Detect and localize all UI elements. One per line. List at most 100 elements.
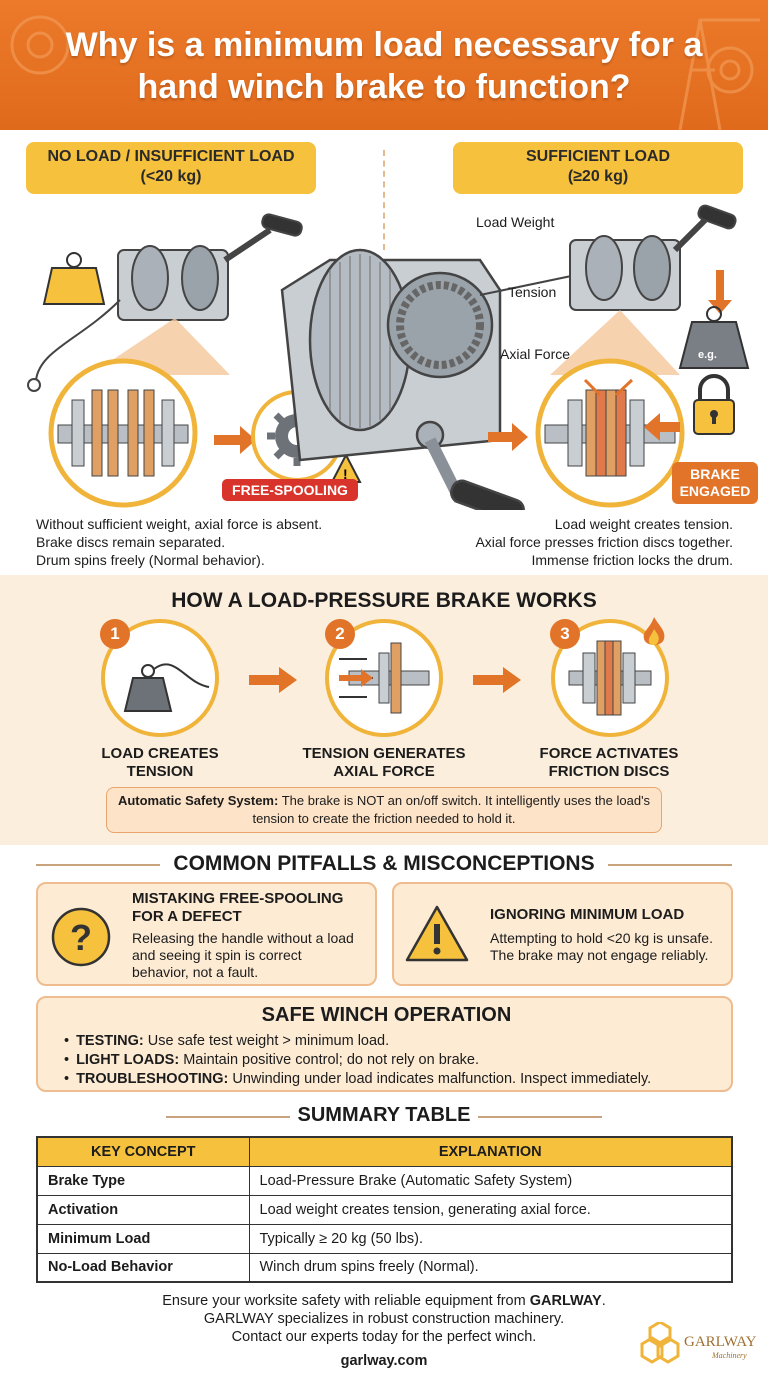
how-title: HOW A LOAD-PRESSURE BRAKE WORKS [171,589,597,612]
page-title: Why is a minimum load necessary for a ha… [65,26,703,106]
safe-item-text: Maintain positive control; do not rely o… [179,1052,480,1068]
footer-line: Ensure your worksite safety with reliabl… [0,1292,768,1310]
table-row: Activation Load weight creates tension, … [36,1194,733,1225]
step-2-label-line: TENSION GENERATES [302,745,466,762]
friction-discs-icon [568,640,652,716]
table-cell: Winch drum spins freely (Normal). [248,1252,733,1283]
pitfall-card-minimum: IGNORING MINIMUM LOAD Attempting to hold… [392,882,733,986]
no-load-range: (<20 kg) [140,168,202,185]
title-rule [36,864,160,866]
footer-brand: GARLWAY [529,1293,602,1309]
pitfall-head-line: MISTAKING FREE-SPOOLING [132,890,344,907]
load-weight-label: Load Weight [476,214,555,230]
logo-text: GARLWAY [684,1334,757,1350]
pitfall-body-line: and seeing it spin is correct [132,947,302,963]
step-arrow-icon [249,667,297,693]
no-load-caption-line: Without sufficient weight, axial force i… [36,516,323,532]
sufficient-load-heading: SUFFICIENT LOAD (≥20 kg) [453,142,743,194]
safe-item-key: TESTING: [76,1033,144,1049]
heavy-weight-icon [678,306,750,369]
garlway-logo: GARLWAY Machinery [640,1320,764,1368]
website-link[interactable]: garlway.com [340,1353,428,1369]
pitfall-body-line: behavior, not a fault. [132,964,259,980]
tension-label: Tension [508,284,557,300]
no-load-caption: Without sufficient weight, axial force i… [36,515,322,569]
pitfall-body-line: Attempting to hold <20 kg is unsafe. [490,930,713,946]
small-winch-left-icon [27,213,303,392]
comparison-section: NO LOAD / INSUFFICIENT LOAD (<20 kg) SUF… [0,130,768,575]
table-cell: Load weight creates tension, generating … [248,1194,733,1225]
safe-item-text: Use safe test weight > minimum load. [143,1033,390,1049]
table-cell: Brake Type [36,1165,250,1196]
axial-force-icon [339,642,430,714]
summary-table: KEY CONCEPT EXPLANATION Brake Type Load-… [36,1136,733,1283]
separated-discs-icon [48,358,198,508]
footer-line: Contact our experts today for the perfec… [231,1329,537,1345]
safe-item-key: TROUBLESHOOTING: [76,1071,229,1087]
table-header: EXPLANATION [248,1136,733,1167]
step-2-label: TENSION GENERATES AXIAL FORCE [284,745,484,781]
note-text: The brake is NOT an on/off switch. It in… [252,793,651,826]
sufficient-load-caption: Load weight creates tension. Axial force… [430,515,733,569]
logo-subtext: Machinery [711,1351,747,1360]
section-divider [383,150,385,250]
brake-engaged-line2: ENGAGED [679,483,751,499]
step-3-label-line: FORCE ACTIVATES [539,745,679,762]
warning-icon [405,905,469,962]
automatic-safety-note: Automatic Safety System: The brake is NO… [106,787,662,833]
pitfall-head-line: FOR A DEFECT [132,908,242,925]
pitfall-body: Attempting to hold <20 kg is unsafe. The… [490,930,713,964]
sufficient-caption-line: Load weight creates tension. [554,516,733,532]
large-winch-icon [280,248,601,510]
note-bold: Automatic Safety System: [117,793,279,808]
step-arrow-icon [473,667,521,693]
table-row: No-Load Behavior Winch drum spins freely… [36,1252,733,1283]
table-header: KEY CONCEPT [36,1136,250,1167]
step-3-label: FORCE ACTIVATES FRICTION DISCS [509,745,709,781]
safe-item: TROUBLESHOOTING: Unwinding under load in… [64,1070,651,1089]
flame-icon [643,617,665,645]
step-1-number: 1 [100,619,130,649]
engaged-discs-icon [535,358,685,508]
table-cell: Typically ≥ 20 kg (50 lbs). [248,1223,733,1254]
gear-crane-decoration-icon [10,15,760,130]
summary-title: SUMMARY TABLE [297,1104,471,1126]
safe-item: TESTING: Use safe test weight > minimum … [64,1032,651,1051]
pitfall-body: Releasing the handle without a load and … [132,930,354,981]
header-banner: Why is a minimum load necessary for a ha… [0,0,768,130]
step-1-label-line: LOAD CREATES [101,745,219,762]
table-row: Brake Type Load-Pressure Brake (Automati… [36,1165,733,1196]
load-down-arrow-icon [708,270,732,314]
table-cell: Minimum Load [36,1223,250,1254]
step-3-number: 3 [550,619,580,649]
axial-force-label: Axial Force [500,346,571,362]
brake-engaged-line1: BRAKE [690,466,740,482]
no-load-caption-line: Drum spins freely (Normal behavior). [36,552,265,568]
pitfall-body-line: Releasing the handle without a load [132,930,354,946]
safe-item: LIGHT LOADS: Maintain positive control; … [64,1051,651,1070]
safe-item-key: LIGHT LOADS: [76,1052,180,1068]
safe-list: TESTING: Use safe test weight > minimum … [64,1032,651,1089]
safe-item-text: Unwinding under load indicates malfuncti… [228,1071,652,1087]
pitfall-body-line: The brake may not engage reliably. [490,947,709,963]
step-1-label: LOAD CREATES TENSION [60,745,260,781]
sufficient-caption-line: Axial force presses friction discs toget… [475,534,733,550]
footer-line: GARLWAY specializes in robust constructi… [203,1311,565,1327]
title-rule [608,864,732,866]
pitfall-head: IGNORING MINIMUM LOAD [490,906,685,923]
title-rule [166,1116,290,1118]
title-rule [478,1116,602,1118]
sufficient-load-title: SUFFICIENT LOAD [526,148,670,165]
table-cell: No-Load Behavior [36,1252,250,1283]
weight-tension-icon [123,663,210,712]
safe-title: SAFE WINCH OPERATION [261,1004,512,1026]
safe-operation-box: SAFE WINCH OPERATION TESTING: Use safe t… [36,996,733,1092]
pitfalls-title: COMMON PITFALLS & MISCONCEPTIONS [173,852,595,875]
table-row: Minimum Load Typically ≥ 20 kg (50 lbs). [36,1223,733,1254]
footer-text: . [601,1293,606,1309]
no-load-title: NO LOAD / INSUFFICIENT LOAD [47,148,295,165]
table-cell: Load-Pressure Brake (Automatic Safety Sy… [248,1165,733,1196]
free-spooling-badge: FREE-SPOOLING [222,479,358,501]
step-3-label-line: FRICTION DISCS [548,763,670,780]
table-cell: Activation [36,1194,250,1225]
